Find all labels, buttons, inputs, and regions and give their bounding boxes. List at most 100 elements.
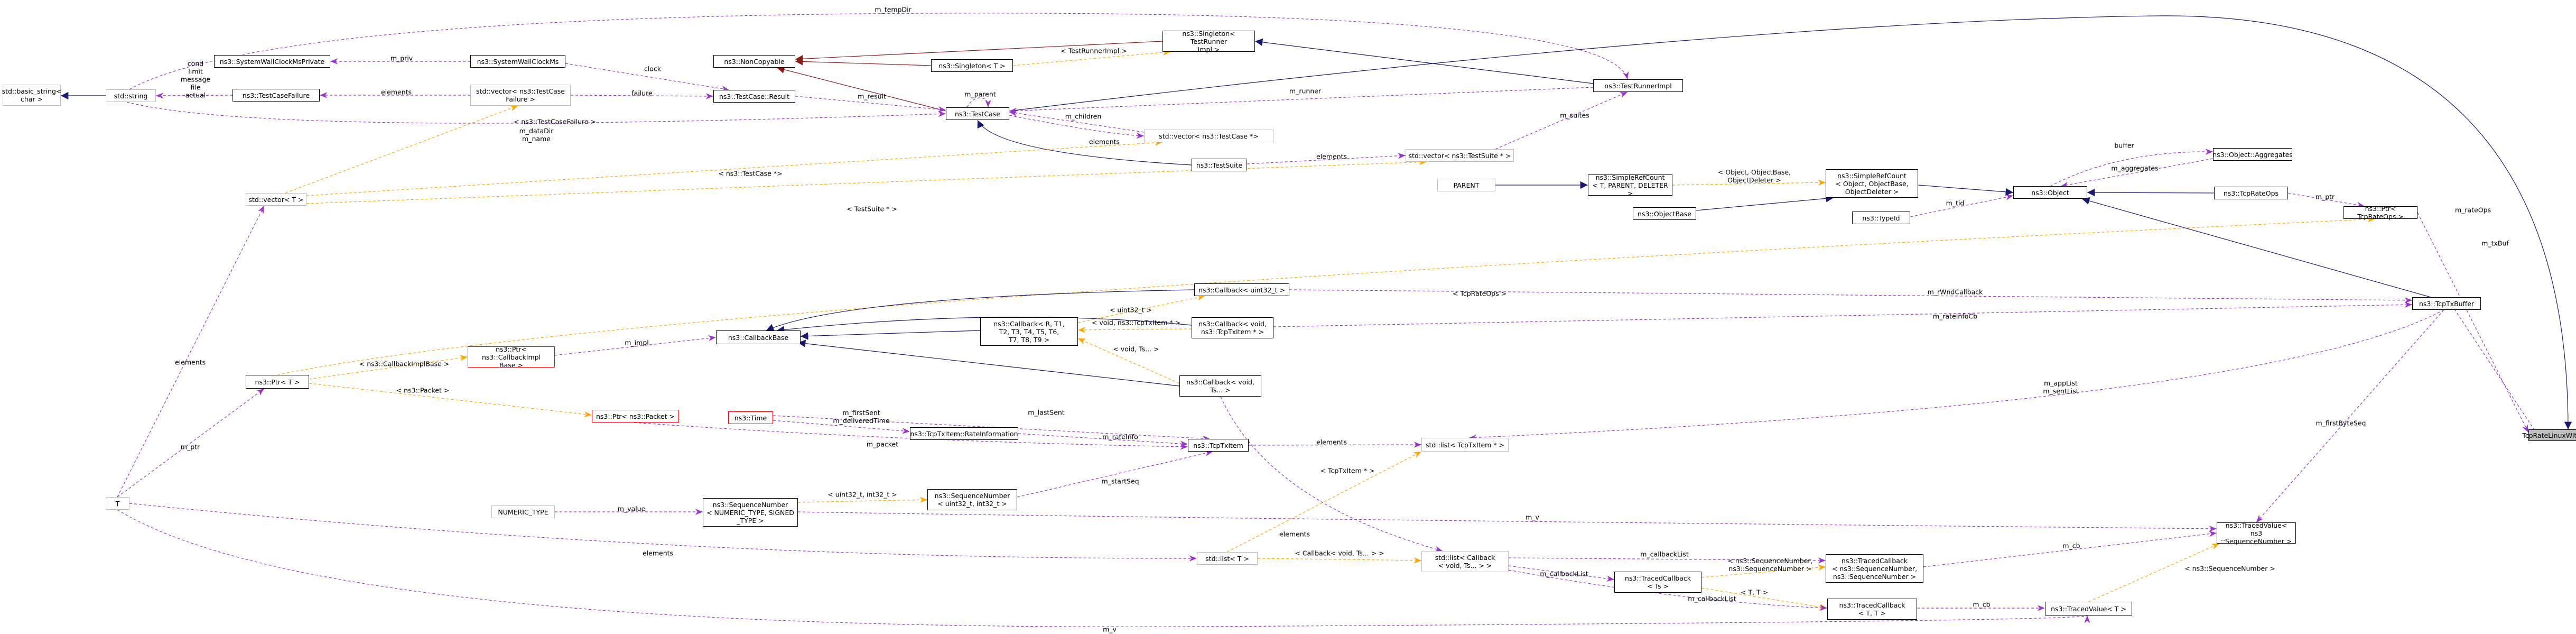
node-seq-number[interactable]: ns3::SequenceNumber < NUMERIC_TYPE, SIGN… — [703, 498, 798, 527]
node-object[interactable]: ns3::Object — [2013, 186, 2087, 199]
node-time[interactable]: ns3::Time — [728, 411, 773, 424]
node-traced-cb-ts[interactable]: ns3::TracedCallback < Ts > — [1614, 572, 1701, 593]
edge-e-firstbytes — [2256, 309, 2444, 523]
edge-e-tc-parent — [966, 97, 991, 108]
edge-label: elements — [380, 88, 412, 96]
edge-label: < uint32_t, int32_t > — [827, 490, 897, 499]
node-traced-value-seq[interactable]: ns3::TracedValue< ns3 ::SequenceNumber > — [2217, 521, 2296, 545]
node-callback-uint[interactable]: ns3::Callback< uint32_t > — [1194, 283, 1289, 296]
edge-e-seq-tmpl — [797, 497, 928, 503]
edge-e-tri-single — [1254, 38, 1594, 84]
edge-label: m_cb — [1973, 600, 1991, 609]
node-callback-void-tx[interactable]: ns3::Callback< void, ns3::TcpTxItem * > — [1192, 317, 1273, 338]
node-callback-void-ts[interactable]: ns3::Callback< void, Ts... > — [1179, 375, 1261, 397]
edge-e-tcbts-seq — [1701, 564, 1826, 578]
edge-e-packet — [634, 422, 1188, 450]
edge-e-mptr — [117, 388, 265, 498]
node-ptr-tcp-rate-ops[interactable]: ns3::Ptr< TcpRateOps > — [2343, 205, 2417, 220]
edge-e-ptrT-rateops — [277, 216, 2376, 375]
edge-e-runner — [1009, 87, 1594, 114]
edge-e-listT-cb — [1257, 557, 1422, 564]
edge-e-cbb-uint — [766, 289, 1195, 331]
node-singleton-t[interactable]: ns3::Singleton< T > — [931, 59, 1013, 72]
edge-e-vecT-tsp — [306, 159, 1427, 204]
edge-label: cond limit message file actual — [180, 59, 211, 99]
edge-label: m_firstSent m_deliveredTime — [833, 409, 890, 425]
edge-label: m_appList m_sentList — [2043, 379, 2079, 395]
node-callback-base[interactable]: ns3::CallbackBase — [716, 330, 801, 344]
node-test-case-result[interactable]: ns3::TestCase::Result — [713, 90, 795, 103]
edge-label: m_tid — [1946, 199, 1965, 207]
node-std-vector-t-s-ptr[interactable]: std::vector< ns3::TestSuite * > — [1406, 149, 1514, 162]
edge-label: m_tempDir — [875, 5, 912, 14]
edge-e-applist — [1468, 309, 2444, 441]
edge-label: elements — [1316, 438, 1347, 446]
edge-label: m_aggregates — [2111, 164, 2159, 172]
edge-e-firstsent — [773, 420, 910, 434]
node-test-case-failure[interactable]: ns3::TestCaseFailure — [233, 89, 320, 102]
node-seq-number32[interactable]: ns3::SequenceNumber < uint32_t, int32_t … — [927, 489, 1017, 510]
node-root[interactable]: TcpRateLinuxWithBufferTest — [2522, 429, 2576, 441]
node-type-id[interactable]: ns3::TypeId — [1852, 212, 1910, 224]
node-rate-info[interactable]: ns3::TcpTxItem::RateInformation — [910, 427, 1018, 440]
node-test-case[interactable]: ns3::TestCase — [946, 107, 1009, 120]
edge-e-rt-uint — [1077, 295, 1205, 323]
edge-e-cblist-seq — [1508, 557, 1826, 564]
node-parent[interactable]: PARENT — [1437, 179, 1495, 191]
node-simple-ref-count-t[interactable]: ns3::SimpleRefCount < T, PARENT, DELETER… — [1588, 173, 1672, 197]
node-traced-cb-seq[interactable]: ns3::TracedCallback < ns3::SequenceNumbe… — [1826, 554, 1923, 583]
node-sys-wall-ms-priv[interactable]: ns3::SystemWallClockMsPrivate — [214, 55, 330, 68]
edge-e-cbb-voidts — [797, 339, 1180, 387]
edge-label: elements — [1089, 137, 1120, 146]
node-std-string[interactable]: std::string — [106, 89, 156, 102]
node-basic-string[interactable]: std::basic_string< char > — [2, 85, 61, 106]
node-traced-cb-t-t[interactable]: ns3::TracedCallback < T, T > — [1827, 599, 1917, 620]
edge-e-vec-children — [1009, 110, 1145, 133]
node-non-copyable[interactable]: ns3::NonCopyable — [713, 55, 795, 68]
node-numeric-type[interactable]: NUMERIC_TYPE — [491, 506, 555, 518]
edge-e-vecT-tcf — [285, 105, 518, 194]
edge-label: buffer — [2114, 141, 2134, 150]
edge-e-cblist-tt — [1508, 569, 1828, 611]
node-obj-agg[interactable]: ns3::Object::Aggregates — [2212, 148, 2293, 161]
node-sys-wall-ms[interactable]: ns3::SystemWallClockMs — [470, 55, 565, 68]
node-ptr-packet[interactable]: ns3::Ptr< ns3::Packet > — [592, 410, 679, 422]
node-simple-ref-count[interactable]: ns3::SimpleRefCount < Object, ObjectBase… — [1826, 169, 1918, 198]
edge-label: < ns3::CallbackImplBase > — [359, 360, 450, 368]
node-std-vector-t[interactable]: std::vector< T > — [246, 193, 306, 206]
edge-label: elements — [642, 549, 674, 557]
node-test-suite[interactable]: ns3::TestSuite — [1192, 159, 1247, 171]
edge-label: m_callbackList — [1540, 569, 1588, 578]
node-traced-value-t[interactable]: ns3::TracedValue< T > — [2045, 602, 2132, 615]
node-tcp-rate-ops[interactable]: ns3::TcpRateOps — [2214, 187, 2288, 199]
node-tcp-tx-buffer[interactable]: ns3::TcpTxBuffer — [2412, 297, 2481, 310]
node-ptr-cb-impl[interactable]: ns3::Ptr< ns3::CallbackImpl Base > — [468, 345, 555, 369]
edge-label: m_children — [1065, 112, 1102, 121]
node-callback-r-t[interactable]: ns3::Callback< R, T1, T2, T3, T4, T5, T6… — [980, 317, 1078, 346]
node-std-list-t[interactable]: std::list< T > — [1197, 552, 1258, 565]
edge-label: m_firstByteSeq — [2315, 419, 2366, 427]
edge-e-v-tvseq — [797, 511, 2217, 532]
node--t[interactable]: T — [106, 497, 129, 510]
edge-label: m_rateInfo — [1102, 433, 1138, 441]
edge-label: m_impl — [625, 338, 649, 347]
edge-label: < void, ns3::TcpTxItem * > — [1091, 318, 1181, 327]
edge-e-v-tvt — [117, 509, 2090, 628]
node-std-vector-t-c-f[interactable]: std::vector< ns3::TestCase Failure > — [470, 85, 571, 106]
edge-label: m_packet — [866, 440, 899, 448]
edge-e-rt-voidtx — [1077, 327, 1192, 333]
edge-e-cblist-ts — [1508, 565, 1615, 582]
node-std-list-callback[interactable]: std::list< Callback < void, Ts... > > — [1421, 551, 1509, 572]
edge-e-listT-txitem — [1226, 451, 1422, 553]
edge-e-startseq — [1017, 450, 1213, 498]
edge-label: elements — [174, 358, 206, 366]
edge-label: < ns3::SequenceNumber > — [2184, 564, 2275, 573]
node-tcp-tx-item[interactable]: ns3::TcpTxItem — [1188, 439, 1249, 452]
node-object-base[interactable]: ns3::ObjectBase — [1633, 207, 1696, 220]
node-std-list-tcp-tx-item[interactable]: std::list< TcpTxItem * > — [1421, 438, 1509, 452]
node-test-runner-impl[interactable]: ns3::TestRunnerImpl — [1593, 79, 1683, 92]
node-singleton-t-r-i[interactable]: ns3::Singleton< TestRunner Impl > — [1163, 30, 1255, 53]
edge-label: m_result — [858, 92, 886, 100]
node-std-vector-t-c-ptr[interactable]: std::vector< ns3::TestCase *> — [1144, 130, 1273, 142]
node-ptr-t[interactable]: ns3::Ptr< T > — [246, 375, 309, 389]
